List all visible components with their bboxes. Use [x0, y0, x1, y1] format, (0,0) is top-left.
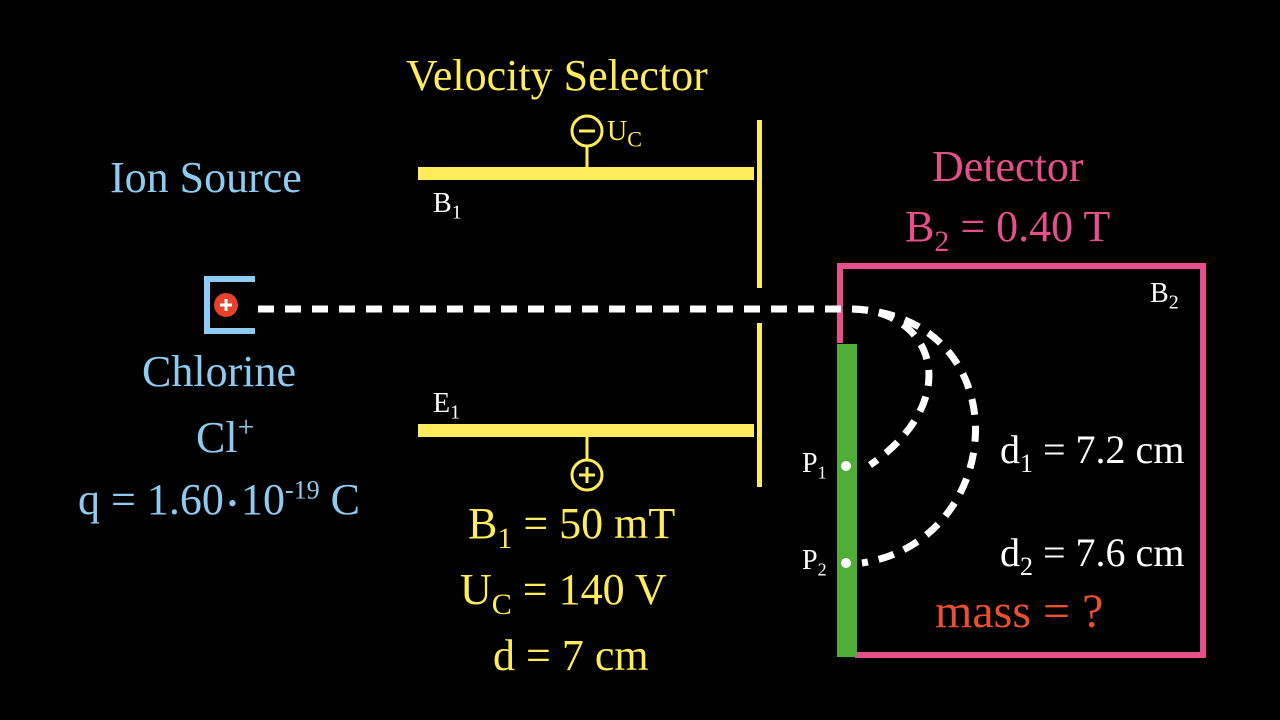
p1-dot [841, 461, 851, 471]
param-b1: B1 = 50 mT [468, 499, 676, 555]
bottom-plate-label: E1 [433, 388, 461, 424]
detector-title: Detector [932, 142, 1084, 191]
p2-dot [841, 558, 851, 568]
detector-field: B2 = 0.40 T [905, 202, 1111, 258]
ion-name: Chlorine [142, 347, 296, 396]
param-d: d = 7 cm [493, 631, 649, 680]
detector-plate [837, 344, 857, 657]
detector-corner-label: B2 [1150, 278, 1179, 314]
detector-box [837, 263, 1206, 658]
mass-question: mass = ? [935, 585, 1104, 638]
ion-source-bracket [204, 276, 255, 334]
ion-charge-value: q = 1.60•10-19 C [78, 475, 360, 524]
ion-source-title: Ion Source [110, 153, 302, 202]
p1-label: P1 [802, 448, 827, 483]
top-plate-label: B1 [433, 188, 462, 224]
ion-symbol: Cl+ [196, 410, 255, 462]
plus-charge-icon [214, 293, 238, 317]
selector-bottom-plate [418, 424, 754, 437]
minus-terminal-icon [570, 114, 604, 148]
slit-wall-lower [757, 323, 762, 487]
voltage-label: UC [607, 116, 642, 152]
param-uc: UC = 140 V [460, 565, 667, 621]
slit-wall-upper [757, 120, 762, 288]
ion-path-p2 [851, 305, 979, 567]
p2-label: P2 [802, 545, 827, 580]
plus-terminal-icon [570, 458, 604, 492]
velocity-selector-title: Velocity Selector [406, 51, 708, 100]
d1-value: d1 = 7.2 cm [1000, 427, 1185, 478]
selector-top-plate [418, 167, 754, 180]
d2-value: d2 = 7.6 cm [1000, 530, 1185, 581]
ion-path-p1 [851, 305, 933, 468]
